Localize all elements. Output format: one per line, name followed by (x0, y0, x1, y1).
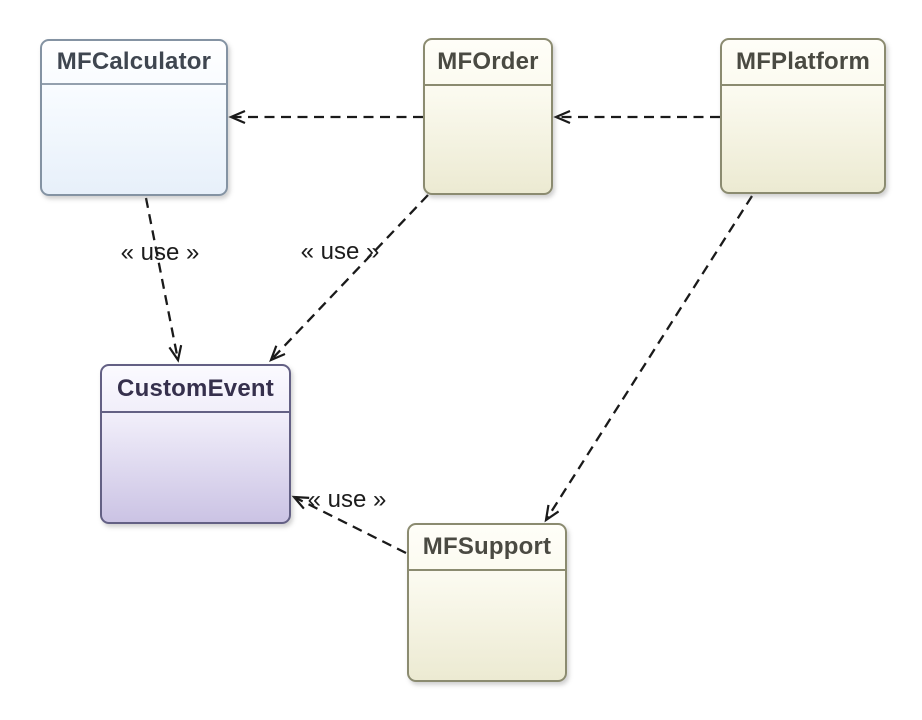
edge-mfplatform-to-mfsupport (546, 195, 753, 520)
class-node-customevent[interactable]: CustomEvent (100, 364, 291, 524)
class-title-label: CustomEvent (117, 374, 274, 402)
class-title-mfplatform: MFPlatform (722, 40, 884, 86)
edge-label-use-mfsupport-customevent: « use » (307, 486, 387, 513)
edge-label-use-mfcalculator-customevent: « use » (120, 239, 200, 266)
class-node-mfplatform[interactable]: MFPlatform (720, 38, 886, 194)
edge-mfcalculator-to-customevent (144, 197, 178, 360)
class-node-mfcalculator[interactable]: MFCalculator (40, 39, 228, 196)
class-title-label: MFPlatform (736, 48, 870, 75)
class-title-label: MFCalculator (56, 48, 212, 75)
class-title-mfsupport: MFSupport (409, 525, 565, 571)
class-title-label: MFSupport (422, 533, 552, 560)
edge-mforder-to-customevent (271, 194, 429, 360)
class-title-customevent: CustomEvent (102, 366, 289, 413)
edge-label-use-mforder-customevent: « use » (300, 238, 380, 265)
class-title-mforder: MFOrder (425, 40, 551, 86)
class-title-label: MFOrder (437, 48, 539, 75)
class-node-mfsupport[interactable]: MFSupport (407, 523, 567, 682)
class-title-mfcalculator: MFCalculator (42, 41, 226, 85)
class-node-mforder[interactable]: MFOrder (423, 38, 553, 195)
